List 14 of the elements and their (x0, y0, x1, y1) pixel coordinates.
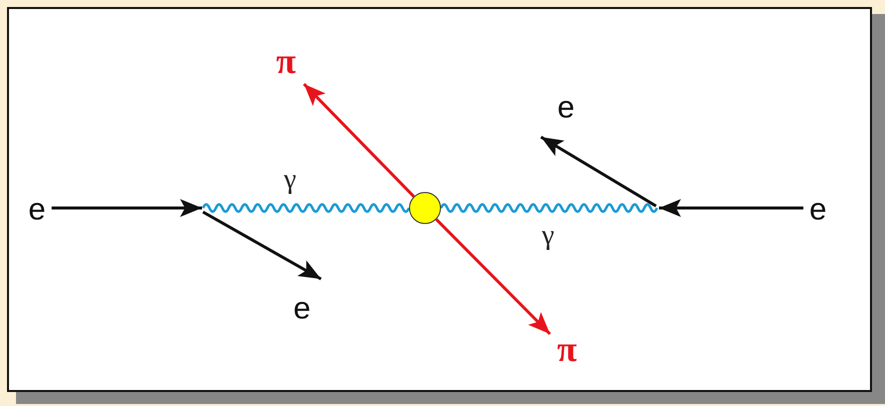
arrow (659, 199, 804, 217)
particle-label: e (809, 194, 827, 224)
particle-label: π (557, 331, 577, 367)
particle-label: e (557, 92, 575, 122)
photon-wavy-line (202, 203, 410, 213)
particle-label: π (276, 43, 296, 79)
arrow (52, 199, 202, 217)
particle-label: e (293, 292, 311, 324)
arrow (302, 82, 415, 198)
photon-wavy-line (440, 203, 658, 213)
arrow (202, 210, 322, 280)
arrow (540, 136, 657, 208)
particle-label: e (28, 194, 46, 224)
arrow (435, 218, 552, 336)
